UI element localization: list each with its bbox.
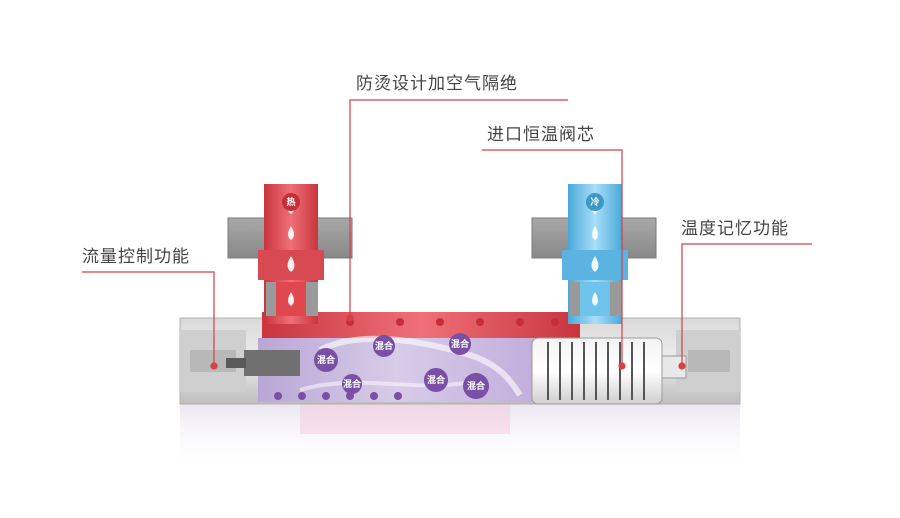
left-port-thread [190, 350, 236, 372]
callout-thermostatic-valve-core: 进口恒温阀芯 [487, 125, 595, 145]
svg-text:混合: 混合 [343, 378, 362, 390]
mix-bubble: 混合 [314, 348, 338, 372]
svg-text:混合: 混合 [317, 354, 336, 366]
callout-anti-scald-design: 防烫设计加空气隔绝 [356, 74, 518, 94]
mixing-chamber [258, 338, 534, 402]
callout-flow-control: 流量控制功能 [82, 247, 190, 267]
mix-bubble: 混合 [463, 373, 489, 399]
mix-swirl-2 [299, 378, 481, 392]
svg-text:混合: 混合 [451, 338, 470, 350]
mix-bubble: 混合 [424, 368, 448, 392]
mix-bubble: 混合 [342, 374, 362, 394]
mix-bubble: 混合 [449, 333, 471, 355]
floor-reflection [180, 404, 740, 474]
cold-drop [591, 256, 599, 272]
hot-tag: 热 [282, 193, 300, 211]
svg-text:热: 热 [286, 196, 295, 208]
svg-text:冷: 冷 [590, 196, 599, 208]
hot-drop [287, 256, 295, 272]
flow-control-piston [244, 350, 300, 376]
svg-text:混合: 混合 [375, 340, 394, 352]
cold-drop [592, 226, 598, 240]
leader-flow-control [82, 271, 215, 366]
leader-anti-scald [349, 99, 568, 318]
hot-drops-channel [346, 318, 559, 326]
cold-drop [592, 292, 598, 306]
hot-drop [288, 292, 294, 306]
hot-drop [288, 226, 294, 240]
reflection-pink [300, 404, 510, 434]
leader-temp-memory [681, 243, 812, 366]
leader-valve-core [482, 149, 623, 366]
callout-temperature-memory: 温度记忆功能 [681, 219, 789, 239]
mix-bubble: 混合 [373, 335, 395, 357]
leader-lines [82, 99, 812, 370]
cartridge-spindle [661, 355, 687, 379]
right-port-thread [688, 350, 730, 372]
svg-text:混合: 混合 [427, 374, 446, 386]
cold-tag: 冷 [586, 193, 604, 211]
svg-text:混合: 混合 [467, 380, 486, 392]
cartridge-ribs [547, 342, 645, 400]
piston-rod [226, 358, 246, 368]
mix-drops-lower [274, 392, 402, 400]
